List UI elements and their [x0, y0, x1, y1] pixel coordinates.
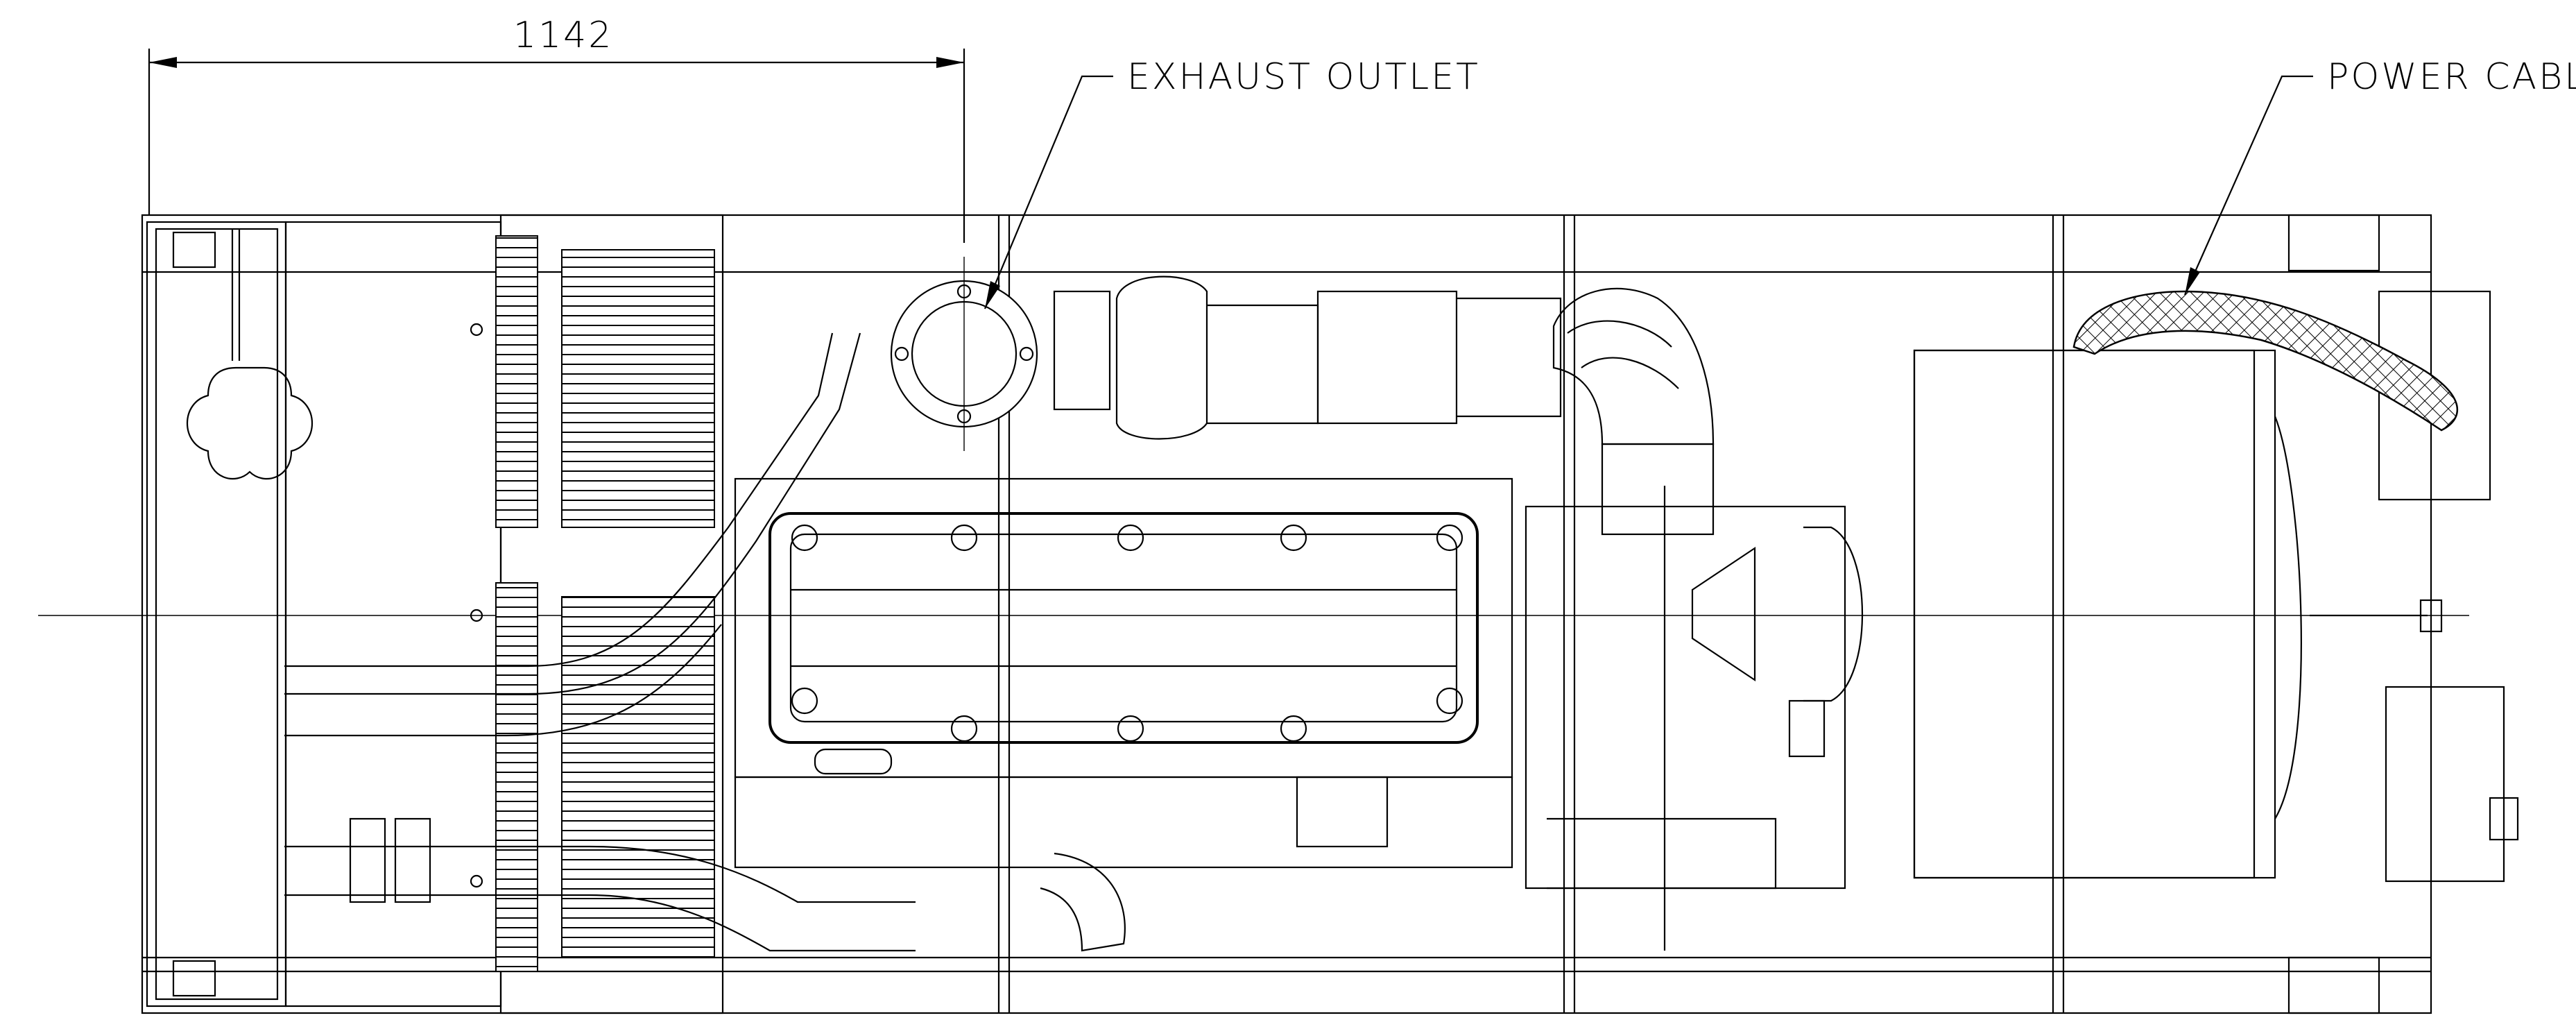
callout-exhaust-outlet: EXHAUST OUTLET	[984, 56, 1480, 309]
air-intake-elbow	[1552, 287, 1715, 536]
callout-exhaust-outlet-label: EXHAUST OUTLET	[1127, 56, 1480, 98]
turbocharger	[1053, 275, 1562, 440]
power-cable	[2072, 290, 2459, 432]
callout-power-cable-label: POWER CABLE	[2327, 56, 2576, 98]
exhaust-pipe-lower	[1040, 776, 1389, 952]
air-filter-housing	[1525, 486, 1863, 951]
dimension-1142: 1142	[148, 15, 965, 243]
radiator	[146, 214, 724, 1014]
exhaust-outlet-flange	[890, 257, 1038, 451]
engine-block	[734, 477, 1513, 869]
alternator	[1913, 349, 2443, 879]
dimension-value: 1142	[513, 15, 613, 56]
callout-power-cable: POWER CABLE	[2183, 56, 2576, 296]
coolant-pipes	[284, 332, 916, 952]
